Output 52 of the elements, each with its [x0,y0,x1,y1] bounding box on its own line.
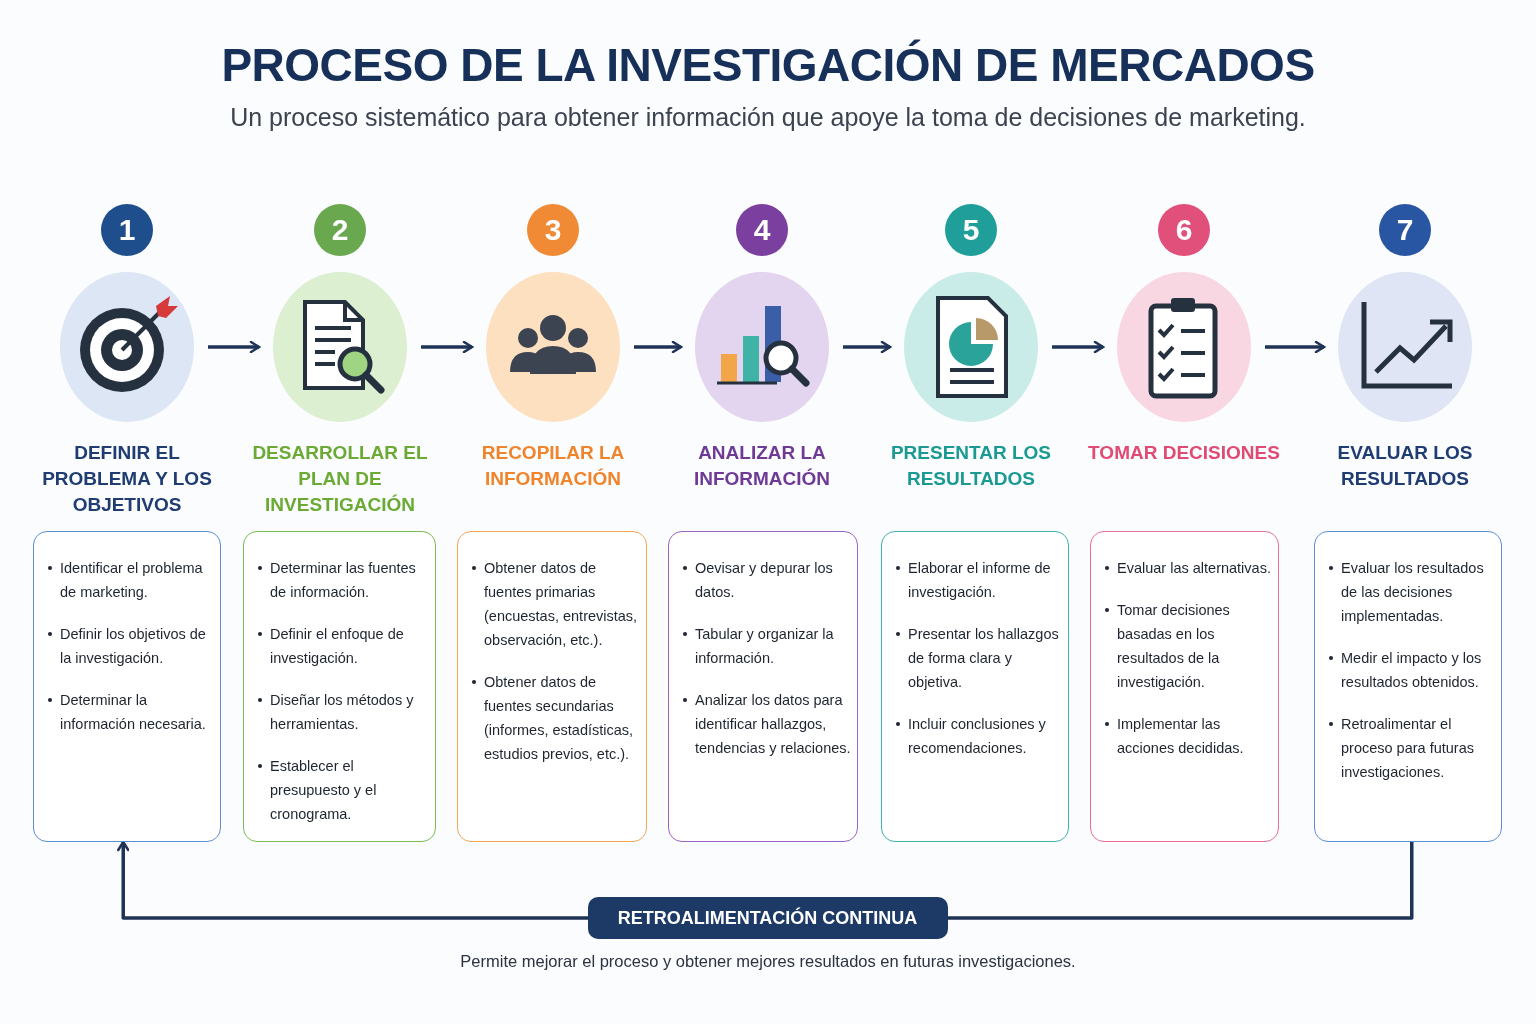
edge-label: RETROALIMENTACIÓN CONTINUA [587,897,948,939]
bullet-text: Implementar las acciones decididas. [1105,712,1272,760]
step-details-card [33,531,221,842]
bullet-text: Incluir conclusiones y recomendaciones. [896,712,1062,760]
step-details-card [1090,531,1279,842]
arrow [634,340,683,354]
bullet-text: Obtener datos de fuentes secundarias (informes, estadísticas, estudios previos, etc.). [472,670,640,766]
title: PROCESO DE LA INVESTIGACIÓN DE MERCADOS [220,38,1316,92]
bullet-text: Definir el enfoque de investigación. [258,622,429,670]
bullet-text: Identificar el problema de marketing. [48,556,214,604]
bullet-text: Analizar los datos para identificar hallazgos, tendencias y relaciones. [683,688,851,760]
bullet-text: Oevisar y depurar los datos. [683,556,851,604]
step-title: EVALUAR LOS RESULTADOS [1336,441,1474,491]
step-number-badge: 2 [314,204,366,256]
bullet-text: Determinar las fuentes de información. [258,556,429,604]
step-number-badge: 1 [101,204,153,256]
subtitle: Un proceso sistemático para obtener información que apoye la toma de decisiones de marketing. [229,103,1307,132]
step-title: ANALIZAR LA INFORMACIÓN [692,441,832,491]
step-title: DEFINIR EL PROBLEMA Y LOS OBJETIVOS [41,441,213,517]
step-details-card [243,531,436,842]
step-title: RECOPILAR LA INFORMACIÓN [480,441,626,491]
step-number-badge: 4 [736,204,788,256]
bullet-text: Evaluar los resultados de las decisiones implementadas. [1329,556,1495,628]
step-number-badge: 3 [527,204,579,256]
step-number-badge: 5 [945,204,997,256]
step-title: TOMAR DECISIONES [1087,441,1281,465]
bullet-text: Diseñar los métodos y herramientas. [258,688,429,736]
arrow [208,340,261,354]
step-number-badge: 7 [1379,204,1431,256]
arrow [421,340,474,354]
arrow [843,340,892,354]
bullet-text: Presentar los hallazgos de forma clara y objetiva. [896,622,1062,694]
bullet-text: Evaluar las alternativas. [1105,556,1272,580]
footnote: Permite mejorar el proceso y obtener mejores resultados en futuras investigaciones. [459,952,1077,971]
bullet-text: Establecer el presupuesto y el cronograma. [258,754,429,826]
step-details-card [881,531,1069,842]
bullet-text: Medir el impacto y los resultados obtenidos. [1329,646,1495,694]
step-title: DESARROLLAR EL PLAN DE INVESTIGACIÓN [251,441,429,517]
bullet-text: Retroalimentar el proceso para futuras investigaciones. [1329,712,1495,784]
step-details-card [1314,531,1502,842]
step-title: PRESENTAR LOS RESULTADOS [889,441,1053,491]
bullet-text: Obtener datos de fuentes primarias (encuestas, entrevistas, observación, etc.). [472,556,640,652]
bullet-text: Elaborar el informe de investigación. [896,556,1062,604]
bullet-text: Tabular y organizar la información. [683,622,851,670]
bullet-text: Determinar la información necesaria. [48,688,214,736]
arrow [1052,340,1105,354]
step-number-badge: 6 [1158,204,1210,256]
bullet-text: Definir los objetivos de la investigación. [48,622,214,670]
arrow [1265,340,1326,354]
step-details-card [668,531,858,842]
bullet-text: Tomar decisiones basadas en los resultados de la investigación. [1105,598,1272,694]
step-details-card [457,531,647,842]
